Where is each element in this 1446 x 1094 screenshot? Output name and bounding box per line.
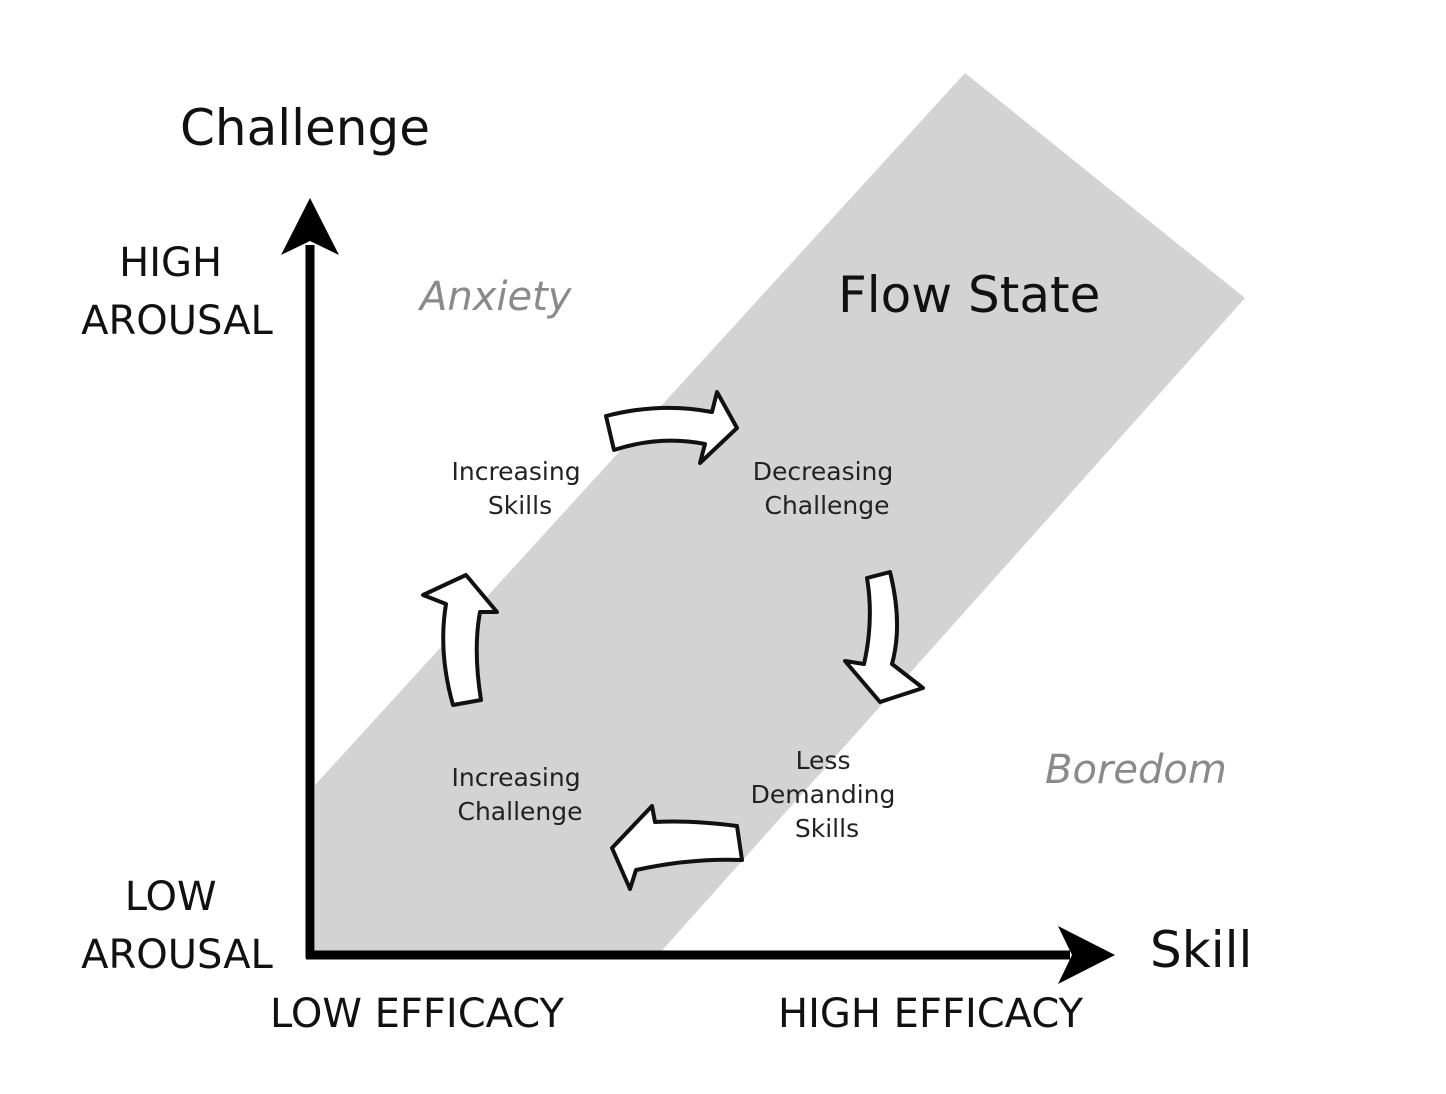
decreasing-challenge-line-2: Challenge [765, 491, 890, 520]
increasing-skills-line-1: Increasing [451, 457, 580, 486]
anxiety-label: Anxiety [417, 274, 573, 320]
cycle-arrow-left [610, 804, 744, 891]
cycle-arrow-right [604, 390, 739, 465]
y-low-line-1: LOW [125, 874, 217, 920]
decreasing-challenge-line-1: Decreasing [753, 457, 894, 486]
less-demanding-line-2: Demanding [751, 780, 896, 809]
y-axis-title: Challenge [180, 99, 430, 157]
x-axis-title: Skill [1150, 921, 1252, 979]
x-high-label: HIGH EFFICACY [778, 991, 1084, 1037]
flow-state-band [315, 73, 1245, 955]
increasing-skills-label: Increasing Skills [451, 457, 588, 520]
decreasing-challenge-label: Decreasing Challenge [753, 457, 901, 520]
y-low-label: LOW AROUSAL [81, 874, 273, 978]
flow-state-label: Flow State [838, 266, 1100, 324]
less-demanding-skills-label: Less Demanding Skills [751, 746, 904, 843]
increasing-challenge-line-1: Increasing [451, 763, 580, 792]
increasing-skills-line-2: Skills [488, 491, 552, 520]
increasing-challenge-line-2: Challenge [458, 797, 583, 826]
x-low-label: LOW EFFICACY [270, 991, 565, 1037]
y-axis-arrowhead [281, 198, 339, 255]
cycle-arrow-up [421, 573, 499, 707]
cycle-arrow-down [843, 570, 925, 704]
y-high-line-1: HIGH [119, 240, 222, 286]
increasing-challenge-label: Increasing Challenge [451, 763, 588, 826]
x-axis-arrowhead [1058, 926, 1115, 984]
less-demanding-line-3: Skills [795, 814, 859, 843]
boredom-label: Boredom [1045, 747, 1227, 793]
y-low-line-2: AROUSAL [81, 932, 273, 978]
y-high-label: HIGH AROUSAL [81, 240, 273, 344]
less-demanding-line-1: Less [796, 746, 851, 775]
y-high-line-2: AROUSAL [81, 298, 273, 344]
